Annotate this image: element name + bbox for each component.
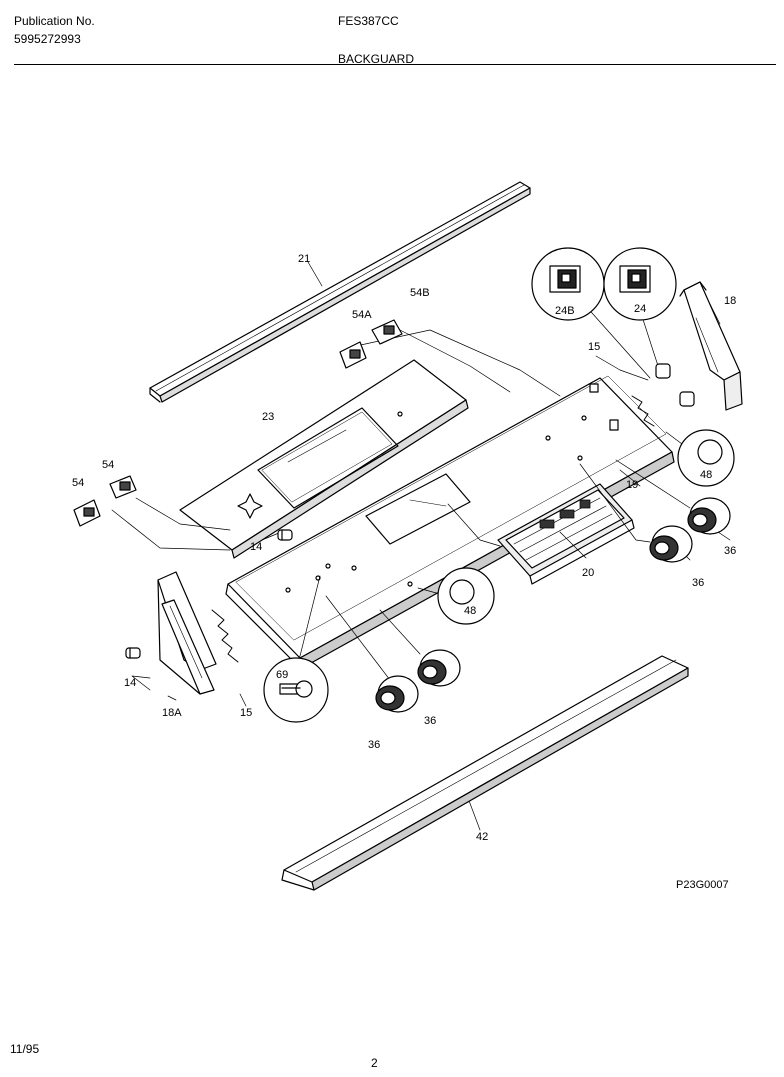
- callout-14-mid: 14: [250, 541, 262, 553]
- callout-numbers: 21 54A 54B 24B 24 18 15 23 54 54 48 19 1…: [72, 253, 736, 891]
- publication-label: Publication No.: [14, 14, 95, 28]
- header-rule: [14, 64, 776, 65]
- callout-20: 20: [582, 567, 594, 579]
- control-bezel: [179, 359, 469, 559]
- detail-24b: [531, 247, 605, 321]
- detail-69: [263, 657, 329, 723]
- callout-21: 21: [298, 253, 310, 265]
- panel-holes: [285, 415, 587, 593]
- callout-48-mid: 48: [464, 605, 476, 617]
- callout-36-c: 36: [424, 715, 436, 727]
- connector-54-left: [73, 499, 101, 527]
- knob-48-right: [677, 429, 735, 487]
- wire-connectors: [73, 319, 695, 659]
- callout-54b: 54B: [410, 287, 430, 299]
- clip-14-mid: [277, 529, 293, 541]
- connector-54b: [371, 319, 403, 345]
- bracket-springs: [211, 395, 655, 663]
- callout-54a: 54A: [352, 309, 372, 321]
- callout-36-d: 36: [368, 739, 380, 751]
- knob-36-c: [417, 649, 461, 687]
- callout-36-b: 36: [692, 577, 704, 589]
- callout-23: 23: [262, 411, 274, 423]
- model-number: FES387CC: [338, 14, 399, 28]
- detail-24: [603, 247, 677, 321]
- connector-54: [109, 475, 137, 499]
- figure-code: P23G0007: [676, 879, 729, 891]
- callout-42: 42: [476, 831, 488, 843]
- footer-date: 11/95: [10, 1042, 40, 1056]
- callout-54: 54: [102, 459, 114, 471]
- callout-24: 24: [634, 303, 646, 315]
- top-trim-strip: [149, 181, 531, 403]
- callout-15-bottom: 15: [240, 707, 252, 719]
- knob-36-d: [375, 675, 419, 713]
- left-end-cap: [157, 571, 217, 695]
- electronic-control: [497, 483, 635, 585]
- callout-18: 18: [724, 295, 736, 307]
- callout-48-right: 48: [700, 469, 712, 481]
- knob-36-a: [687, 497, 731, 535]
- callout-69: 69: [276, 669, 288, 681]
- clip-14-left: [125, 647, 141, 659]
- publication-number: 5995272993: [14, 32, 81, 46]
- lamp-holders: [655, 363, 695, 407]
- footer-page-number: 2: [371, 1056, 378, 1070]
- display-window: [365, 473, 471, 545]
- callout-54-left: 54: [72, 477, 84, 489]
- callout-19: 19: [626, 479, 638, 491]
- connector-54a: [339, 341, 367, 369]
- right-end-cap: [679, 281, 743, 411]
- knob-48-mid: [437, 567, 495, 625]
- bottom-trim-strip: [281, 655, 689, 891]
- callout-24b: 24B: [555, 305, 575, 317]
- detail-circles: [263, 247, 677, 723]
- knob-36-b: [649, 525, 693, 563]
- callout-14-left: 14: [124, 677, 136, 689]
- callout-15-top: 15: [588, 341, 600, 353]
- callout-36-a: 36: [724, 545, 736, 557]
- section-title: BACKGUARD: [338, 52, 415, 66]
- control-knobs: [375, 429, 735, 713]
- callout-18a: 18A: [162, 707, 182, 719]
